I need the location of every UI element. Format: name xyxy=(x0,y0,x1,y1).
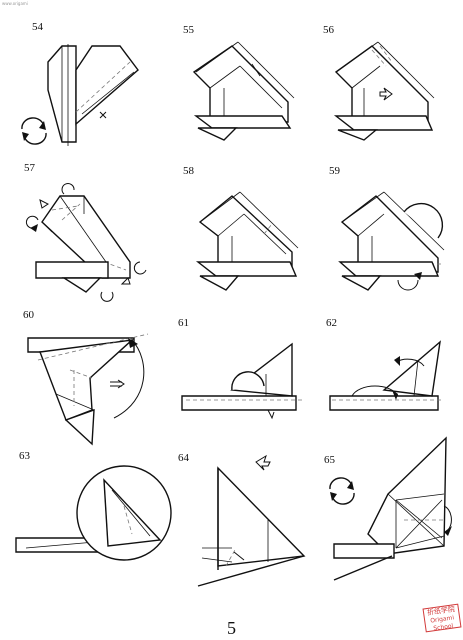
step-number-61: 61 xyxy=(178,317,189,329)
rotate-icon xyxy=(329,477,355,505)
diagram-step-61 xyxy=(181,342,302,420)
step-number-57: 57 xyxy=(24,162,35,174)
page-number: 5 xyxy=(227,618,236,638)
diagram-step-63 xyxy=(0,0,180,605)
diagram-step-65 xyxy=(333,436,452,581)
step-number-60: 60 xyxy=(23,309,34,321)
diagram-step-54 xyxy=(0,0,150,165)
diagram-step-60 xyxy=(0,0,160,465)
step-number-58: 58 xyxy=(183,165,194,177)
step-number-63: 63 xyxy=(19,450,30,462)
diagram-step-56 xyxy=(0,0,463,165)
step-number-65: 65 xyxy=(324,454,335,466)
step-number-55: 55 xyxy=(183,24,194,36)
publisher-seal: 折纸学院 Origami School xyxy=(422,603,462,633)
step-number-56: 56 xyxy=(323,24,334,36)
diagram-step-55 xyxy=(0,0,300,165)
diagram-step-62 xyxy=(329,340,444,411)
diagram-step-57 xyxy=(0,0,160,315)
corner-watermark: www.origami xyxy=(2,1,28,6)
rotate-icon xyxy=(21,117,47,145)
diagram-step-58 xyxy=(0,0,320,315)
diagram-step-59 xyxy=(0,0,463,315)
step-number-64: 64 xyxy=(178,452,189,464)
step-number-62: 62 xyxy=(326,317,337,329)
step-number-59: 59 xyxy=(329,165,340,177)
step-number-54: 54 xyxy=(32,21,43,33)
diagram-step-64 xyxy=(197,454,306,587)
